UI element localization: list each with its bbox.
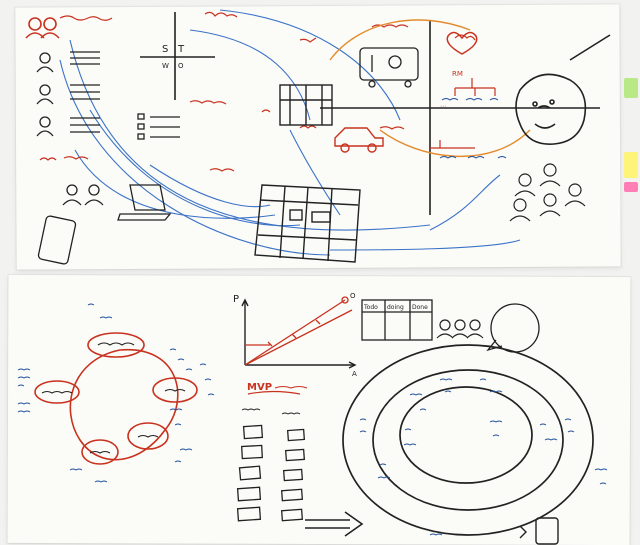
blue-notes-top bbox=[439, 98, 507, 159]
laptop-icon bbox=[117, 184, 172, 221]
red-tree bbox=[430, 78, 496, 149]
tablet-icon bbox=[37, 215, 77, 265]
sticky-tab-pink bbox=[624, 182, 638, 192]
kanban-doing: doing bbox=[387, 304, 404, 311]
big-arrow bbox=[305, 511, 364, 537]
red-notes-top bbox=[39, 11, 476, 172]
swot-o: O bbox=[178, 62, 184, 70]
swot-w: W bbox=[162, 62, 169, 70]
mvp-label: MVP bbox=[247, 382, 272, 393]
sticky-tab-yellow bbox=[624, 152, 638, 178]
kanban-done: Done bbox=[412, 304, 428, 311]
person-icon-1 bbox=[36, 51, 100, 73]
sticky-grid-labels bbox=[241, 408, 301, 415]
chart-y-axis-label: P bbox=[233, 294, 239, 305]
person-icon-3 bbox=[36, 116, 100, 137]
kanban-todo: Todo bbox=[363, 304, 378, 311]
pa-chart bbox=[241, 298, 357, 369]
red-cycle bbox=[34, 332, 198, 465]
top-axes bbox=[140, 12, 600, 215]
red-cycle-labels bbox=[41, 342, 186, 454]
face-icon bbox=[515, 34, 611, 145]
label-rm: RM bbox=[452, 70, 463, 78]
concentric-rings bbox=[342, 344, 594, 536]
blue-notes-cycle bbox=[17, 303, 215, 483]
chart-top-label: O bbox=[350, 292, 356, 300]
people-pair-icon bbox=[62, 184, 104, 206]
users-icon bbox=[25, 17, 60, 39]
mvp-underline bbox=[247, 390, 301, 395]
team-icon bbox=[436, 319, 484, 339]
person-icon-2 bbox=[36, 84, 100, 105]
swot-t: T bbox=[177, 44, 185, 55]
blue-notes-rings bbox=[359, 378, 558, 536]
crowd-icon bbox=[509, 163, 586, 222]
blue-notes-right bbox=[564, 418, 608, 485]
phone-icon bbox=[519, 517, 559, 545]
bottom-kanban bbox=[361, 299, 433, 341]
speech-bubble bbox=[486, 303, 540, 353]
chart-x-axis-label: A bbox=[352, 370, 357, 378]
swot-s: S bbox=[162, 44, 168, 55]
heart-icon bbox=[446, 31, 478, 55]
persona-icons bbox=[25, 17, 180, 265]
sketch-box bbox=[279, 84, 333, 126]
top-kanban bbox=[254, 184, 361, 263]
sticky-grid bbox=[236, 424, 306, 522]
car-icon bbox=[334, 127, 384, 153]
checklist-icon bbox=[137, 113, 180, 140]
red-note-a: ⋯ bbox=[440, 103, 446, 110]
pa-chart-red bbox=[244, 296, 353, 366]
orange-arcs bbox=[329, 19, 531, 157]
mvp-note bbox=[274, 385, 308, 389]
blue-arcs bbox=[59, 9, 521, 256]
truck-icon bbox=[359, 47, 419, 88]
sticky-tab-green bbox=[624, 78, 638, 98]
